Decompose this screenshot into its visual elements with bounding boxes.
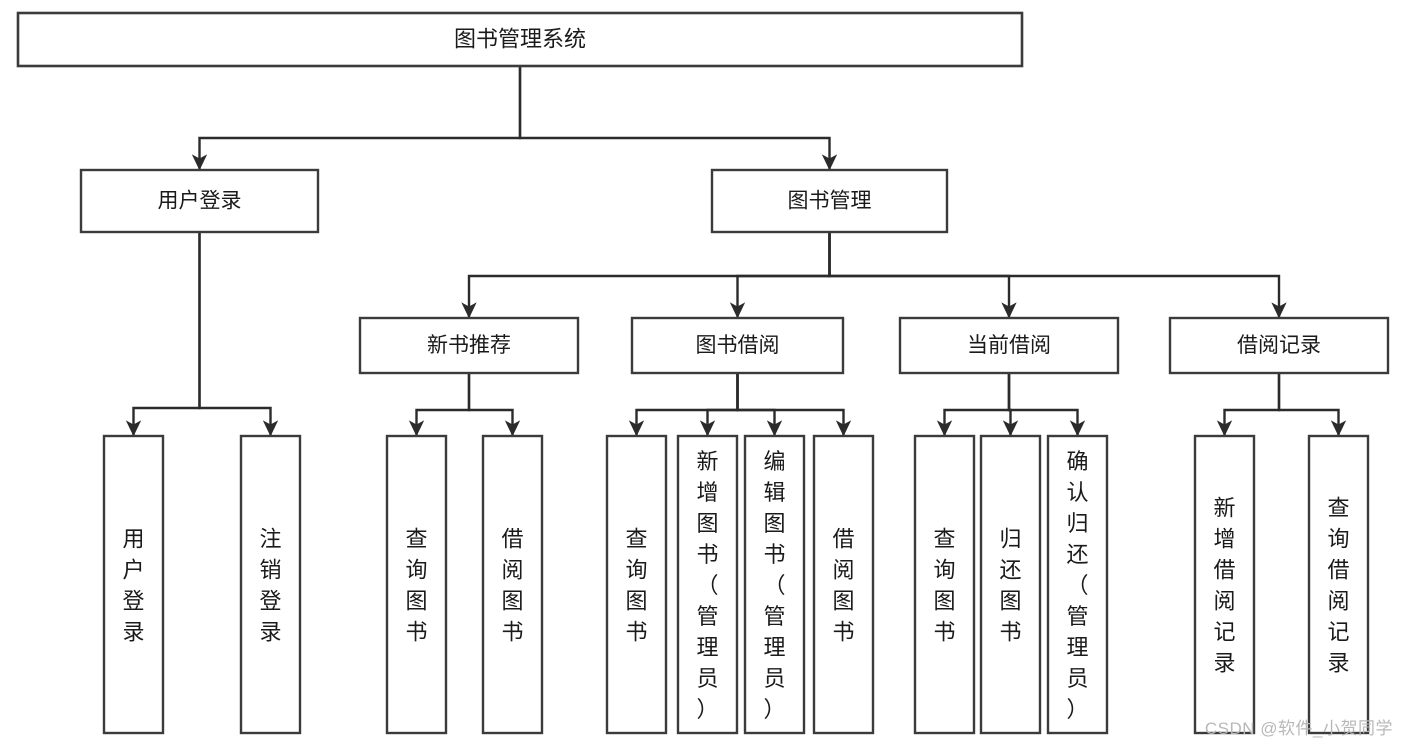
node-leaf-confirm-return[interactable]: 确认归还（管理员） bbox=[1046, 434, 1109, 735]
node-borrow-record[interactable]: 借阅记录 bbox=[1168, 316, 1390, 375]
connector-new-book-recommend bbox=[461, 232, 831, 319]
connector-leaf-query-book-1 bbox=[408, 373, 471, 437]
node-box-leaf-borrow-book-1 bbox=[481, 434, 544, 735]
connector-borrow-record bbox=[828, 232, 1287, 319]
node-label-root: 图书管理系统 bbox=[454, 26, 586, 51]
node-label-leaf-query-book-2: 查询图书 bbox=[625, 527, 647, 645]
node-label-leaf-add-borrow-record: 新增借阅记录 bbox=[1213, 496, 1235, 676]
connector-leaf-query-borrow-record bbox=[1277, 373, 1347, 437]
csdn-watermark: CSDN @软件_小贺同学 bbox=[1204, 719, 1393, 738]
node-leaf-edit-book[interactable]: 编辑图书（管理员） bbox=[743, 434, 806, 735]
node-label-leaf-user-login: 用户登录 bbox=[122, 527, 144, 645]
node-label-leaf-return-book: 归还图书 bbox=[999, 527, 1021, 645]
connector-leaf-logout bbox=[198, 232, 279, 437]
node-box-current-borrow bbox=[898, 316, 1120, 375]
node-label-leaf-query-book-1: 查询图书 bbox=[405, 527, 427, 645]
node-layer: 图书管理系统用户登录图书管理新书推荐图书借阅当前借阅借阅记录用户登录注销登录查询… bbox=[16, 11, 1390, 735]
connector-leaf-add-borrow-record bbox=[1216, 373, 1281, 437]
connector-layer bbox=[125, 66, 1347, 437]
node-leaf-logout[interactable]: 注销登录 bbox=[239, 434, 302, 735]
node-book-manage[interactable]: 图书管理 bbox=[710, 168, 949, 234]
node-current-borrow[interactable]: 当前借阅 bbox=[898, 316, 1120, 375]
node-label-leaf-add-book: 新增图书（管理员） bbox=[696, 449, 718, 722]
connector-leaf-add-book bbox=[699, 373, 739, 437]
connector-current-borrow bbox=[828, 232, 1017, 319]
node-label-borrow-record: 借阅记录 bbox=[1237, 334, 1321, 357]
connector-leaf-borrow-book-1 bbox=[467, 373, 521, 437]
node-label-current-borrow: 当前借阅 bbox=[967, 334, 1051, 357]
node-label-leaf-edit-book: 编辑图书（管理员） bbox=[763, 449, 785, 722]
connector-book-borrow bbox=[729, 232, 831, 319]
node-box-user-login bbox=[79, 168, 320, 234]
node-label-leaf-query-book-3: 查询图书 bbox=[933, 527, 955, 645]
node-box-leaf-query-borrow-record bbox=[1307, 434, 1370, 735]
node-box-leaf-add-book bbox=[676, 434, 739, 735]
node-box-book-borrow bbox=[630, 316, 845, 375]
connector-book-manage bbox=[518, 66, 838, 171]
node-box-leaf-confirm-return bbox=[1046, 434, 1109, 735]
node-user-login[interactable]: 用户登录 bbox=[79, 168, 320, 234]
node-label-user-login: 用户登录 bbox=[158, 190, 242, 213]
connector-leaf-user-login bbox=[125, 232, 201, 437]
node-label-book-manage: 图书管理 bbox=[788, 190, 872, 213]
node-label-book-borrow: 图书借阅 bbox=[696, 334, 780, 357]
node-leaf-return-book[interactable]: 归还图书 bbox=[979, 434, 1042, 735]
node-leaf-user-login[interactable]: 用户登录 bbox=[102, 434, 165, 735]
node-label-leaf-confirm-return: 确认归还（管理员） bbox=[1066, 449, 1088, 722]
node-box-root bbox=[16, 11, 1024, 68]
node-root[interactable]: 图书管理系统 bbox=[16, 11, 1024, 68]
node-label-leaf-borrow-book-1: 借阅图书 bbox=[501, 527, 523, 645]
connector-leaf-confirm-return bbox=[1007, 373, 1086, 437]
node-label-leaf-borrow-book-2: 借阅图书 bbox=[832, 527, 854, 645]
node-box-book-manage bbox=[710, 168, 949, 234]
node-box-leaf-logout bbox=[239, 434, 302, 735]
node-leaf-query-borrow-record[interactable]: 查询借阅记录 bbox=[1307, 434, 1370, 735]
connector-user-login bbox=[191, 66, 522, 171]
node-box-leaf-borrow-book-2 bbox=[812, 434, 875, 735]
node-box-leaf-query-book-3 bbox=[913, 434, 976, 735]
node-label-leaf-logout: 注销登录 bbox=[259, 527, 281, 645]
connector-leaf-query-book-2 bbox=[628, 373, 739, 437]
node-box-borrow-record bbox=[1168, 316, 1390, 375]
node-leaf-borrow-book-2[interactable]: 借阅图书 bbox=[812, 434, 875, 735]
node-leaf-query-book-3[interactable]: 查询图书 bbox=[913, 434, 976, 735]
connector-leaf-edit-book bbox=[736, 373, 783, 437]
node-leaf-query-book-1[interactable]: 查询图书 bbox=[385, 434, 448, 735]
connector-leaf-borrow-book-2 bbox=[736, 373, 852, 437]
node-leaf-add-book[interactable]: 新增图书（管理员） bbox=[676, 434, 739, 735]
node-box-leaf-query-book-2 bbox=[605, 434, 668, 735]
node-box-leaf-query-book-1 bbox=[385, 434, 448, 735]
node-leaf-borrow-book-1[interactable]: 借阅图书 bbox=[481, 434, 544, 735]
node-box-leaf-user-login bbox=[102, 434, 165, 735]
node-box-leaf-add-borrow-record bbox=[1193, 434, 1256, 735]
node-label-leaf-query-borrow-record: 查询借阅记录 bbox=[1327, 496, 1349, 676]
node-box-leaf-return-book bbox=[979, 434, 1042, 735]
node-box-new-book-recommend bbox=[358, 316, 580, 375]
node-label-new-book-recommend: 新书推荐 bbox=[427, 334, 511, 357]
node-leaf-query-book-2[interactable]: 查询图书 bbox=[605, 434, 668, 735]
connector-leaf-query-book-3 bbox=[936, 373, 1011, 437]
node-book-borrow[interactable]: 图书借阅 bbox=[630, 316, 845, 375]
node-leaf-add-borrow-record[interactable]: 新增借阅记录 bbox=[1193, 434, 1256, 735]
node-box-leaf-edit-book bbox=[743, 434, 806, 735]
node-new-book-recommend[interactable]: 新书推荐 bbox=[358, 316, 580, 375]
